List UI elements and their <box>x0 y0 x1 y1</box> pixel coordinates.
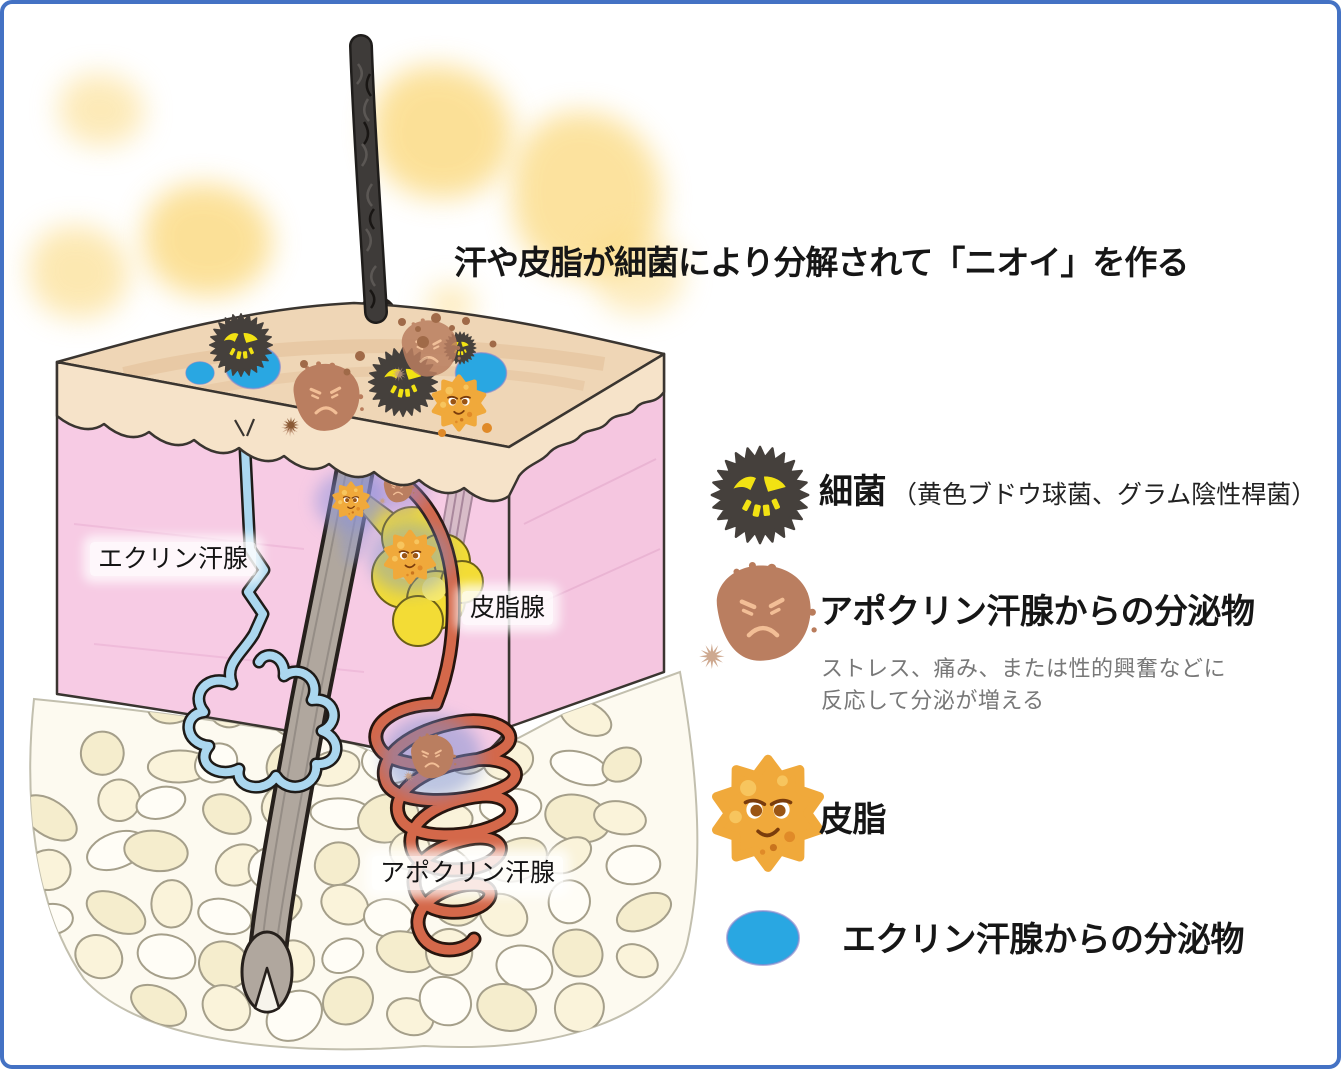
eccrine-sweat-gland <box>182 442 343 794</box>
sebum-character <box>434 377 484 430</box>
odor-cloud <box>372 66 512 198</box>
sweat-pore <box>234 418 256 437</box>
micro-particle <box>282 416 300 434</box>
sebum-icon <box>701 752 835 884</box>
legend-item-eccrine-secretion: エクリン汗腺からの分泌物 <box>724 904 1337 974</box>
skin-cross-section <box>29 34 699 1051</box>
bacteria-icon <box>707 442 813 552</box>
label-eccrine-gland: エクリン汗腺 <box>90 542 257 576</box>
legend-label: 皮脂 <box>819 800 887 840</box>
hair-shaft <box>349 34 388 324</box>
legend-label: エクリン汗腺からの分泌物 <box>842 920 1245 960</box>
eccrine-secretion-icon <box>724 908 802 972</box>
legend-item-bacteria: 細菌（黄色ブドウ球菌、グラム陰性桿菌） <box>707 442 1327 552</box>
legend-item-apocrine-secretion: アポクリン汗腺からの分泌物 ストレス、痛み、または性的興奮などに 反応して分泌が… <box>696 552 1316 732</box>
legend-label: 細菌 <box>819 472 887 512</box>
legend-note: （黄色ブドウ球菌、グラム陰性桿菌） <box>892 480 1317 509</box>
epidermis-layer <box>55 301 666 503</box>
odor-cloud <box>29 226 129 318</box>
odor-cloud <box>592 232 684 314</box>
label-sebaceous-gland: 皮脂腺 <box>462 591 554 625</box>
eccrine-secretion-droplet <box>185 361 215 385</box>
sebum-character <box>386 532 434 582</box>
legend-label: アポクリン汗腺からの分泌物 <box>819 592 1255 632</box>
sebum-character <box>332 481 370 521</box>
legend-description: ストレス、痛み、または性的興奮などに 反応して分泌が増える <box>821 657 1227 714</box>
apocrine-sweat-gland <box>368 466 523 958</box>
apocrine-secretion-icon <box>696 552 830 680</box>
bacteria-character <box>209 313 273 377</box>
skin-surface-flora <box>185 313 508 439</box>
legend-item-sebum: 皮脂 <box>701 752 1321 882</box>
odor-cloud <box>59 74 144 146</box>
label-apocrine-gland: アポクリン汗腺 <box>372 856 564 890</box>
figure-title: 汗や皮脂が細菌により分解されて「ニオイ」を作る <box>454 243 1189 282</box>
odor-cloud <box>144 184 272 296</box>
